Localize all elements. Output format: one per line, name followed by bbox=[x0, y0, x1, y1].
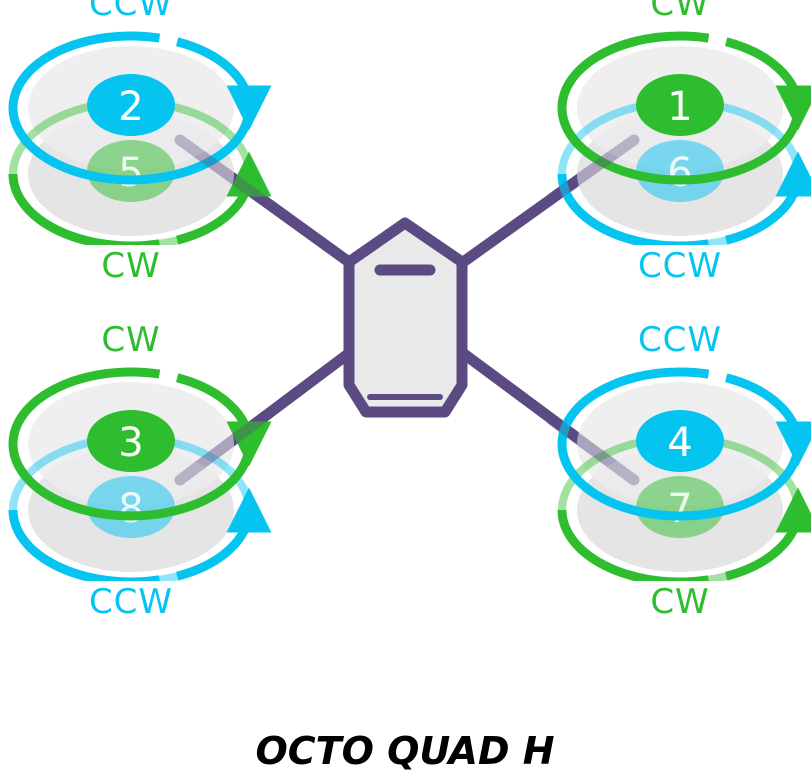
motor-5: 5 bbox=[87, 140, 175, 202]
direction-label-top: CW bbox=[650, 0, 709, 24]
rotation-arc-upper bbox=[557, 367, 811, 467]
motor-8: 8 bbox=[87, 476, 175, 538]
motor-hub-upper bbox=[636, 74, 724, 136]
motor-hub-lower bbox=[87, 140, 175, 202]
arm-overlay-4 bbox=[546, 414, 640, 486]
motor-number-lower: 5 bbox=[118, 150, 143, 196]
direction-label-bottom: CCW bbox=[89, 582, 173, 622]
rotation-arc-upper-back bbox=[8, 107, 254, 185]
flight-controller-body bbox=[343, 217, 468, 418]
motor-4: 4 bbox=[636, 410, 724, 472]
motor-hub-lower bbox=[636, 476, 724, 538]
rotation-arc-upper-back bbox=[8, 443, 254, 521]
motor-number-upper: 3 bbox=[118, 420, 143, 466]
motor-hub-lower bbox=[636, 140, 724, 202]
motor-group-rear-right: 7 4 CCW CW bbox=[557, 319, 811, 622]
direction-label-top: CCW bbox=[638, 320, 722, 360]
motor-2: 2 bbox=[87, 74, 175, 136]
motor-group-front-left: 5 2 CCW CW bbox=[8, 0, 272, 286]
motor-number-lower: 8 bbox=[118, 486, 143, 532]
motor-number-upper: 1 bbox=[667, 84, 692, 130]
motor-hub-upper bbox=[636, 410, 724, 472]
direction-label-bottom: CCW bbox=[638, 246, 722, 286]
motor-number-upper: 4 bbox=[667, 420, 692, 466]
motor-group-front-right: 6 1 CW CCW bbox=[557, 0, 811, 286]
direction-label-top: CW bbox=[101, 320, 160, 360]
arm-overlay-1 bbox=[174, 134, 266, 204]
motor-hub-upper bbox=[87, 74, 175, 136]
motor-group-rear-left: 8 3 CW CCW bbox=[8, 319, 272, 622]
motor-number-lower: 6 bbox=[667, 150, 692, 196]
diagram-title: OCTO QUAD H bbox=[255, 729, 554, 773]
motor-number-lower: 7 bbox=[667, 486, 692, 532]
rotation-arc-upper bbox=[557, 31, 811, 131]
motor-6: 6 bbox=[636, 140, 724, 202]
motor-hub-upper bbox=[87, 410, 175, 472]
motor-3: 3 bbox=[87, 410, 175, 472]
direction-label-top: CCW bbox=[89, 0, 173, 24]
direction-label-bottom: CW bbox=[650, 582, 709, 622]
motor-7: 7 bbox=[636, 476, 724, 538]
motor-1: 1 bbox=[636, 74, 724, 136]
motor-number-upper: 2 bbox=[118, 84, 143, 130]
arm-overlay-3 bbox=[174, 414, 266, 486]
motor-hub-lower bbox=[87, 476, 175, 538]
direction-label-bottom: CW bbox=[101, 246, 160, 286]
rotation-arc-upper bbox=[8, 367, 272, 467]
rotation-arc-upper-back bbox=[557, 107, 803, 185]
arm-overlay-2 bbox=[546, 134, 640, 204]
rotation-arc-upper bbox=[8, 31, 272, 131]
rotation-arc-upper-back bbox=[557, 443, 803, 521]
